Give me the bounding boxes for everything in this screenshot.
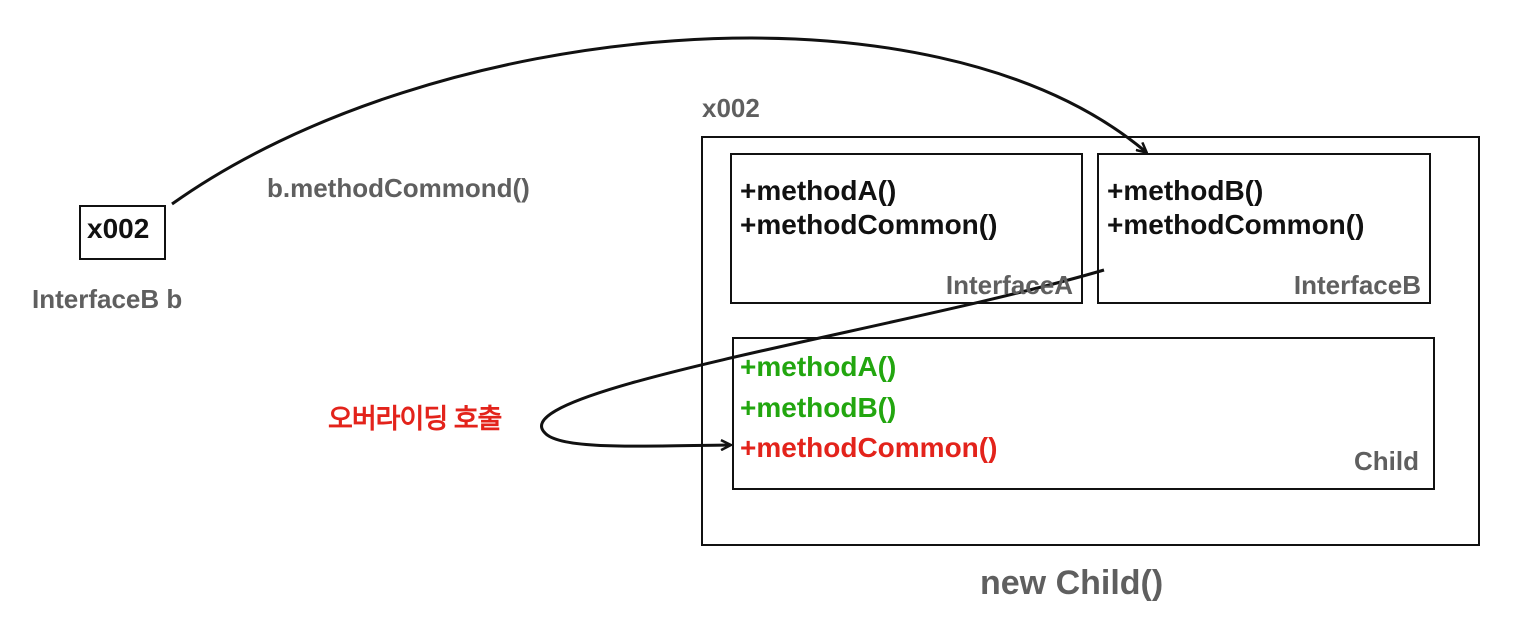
interface-a-method-common: +methodCommon(): [740, 209, 998, 240]
reference-box: [79, 205, 166, 260]
override-call-label: 오버라이딩 호출: [328, 404, 502, 434]
interface-a-method-a: +methodA(): [740, 175, 897, 206]
instance-address: x002: [702, 93, 760, 123]
child-method-a: +methodA(): [740, 351, 897, 382]
reference-arrow: [171, 36, 1146, 206]
child-title: Child: [1354, 446, 1419, 476]
interface-b-title: InterfaceB: [1293, 270, 1421, 300]
instance-caption: new Child(): [980, 564, 1164, 602]
child-box: +methodA() +methodB() +methodCommon() Ch…: [732, 337, 1435, 490]
method-call-label: b.methodCommond(): [267, 173, 530, 203]
instance-box: [701, 136, 1480, 546]
interface-b-method-common: +methodCommon(): [1107, 209, 1365, 240]
reference-variable-label: InterfaceB b: [32, 284, 183, 314]
child-method-common: +methodCommon(): [740, 432, 998, 463]
interface-b-box: +methodB() +methodCommon() InterfaceB: [1097, 153, 1431, 304]
interface-a-box: +methodA() +methodCommon() InterfaceA: [730, 153, 1083, 304]
interface-b-method-b: +methodB(): [1107, 175, 1264, 206]
reference-value: x002: [87, 213, 150, 244]
child-method-b: +methodB(): [740, 392, 897, 423]
override-arrow: [540, 268, 1105, 446]
interface-a-title: InterfaceA: [945, 270, 1073, 300]
